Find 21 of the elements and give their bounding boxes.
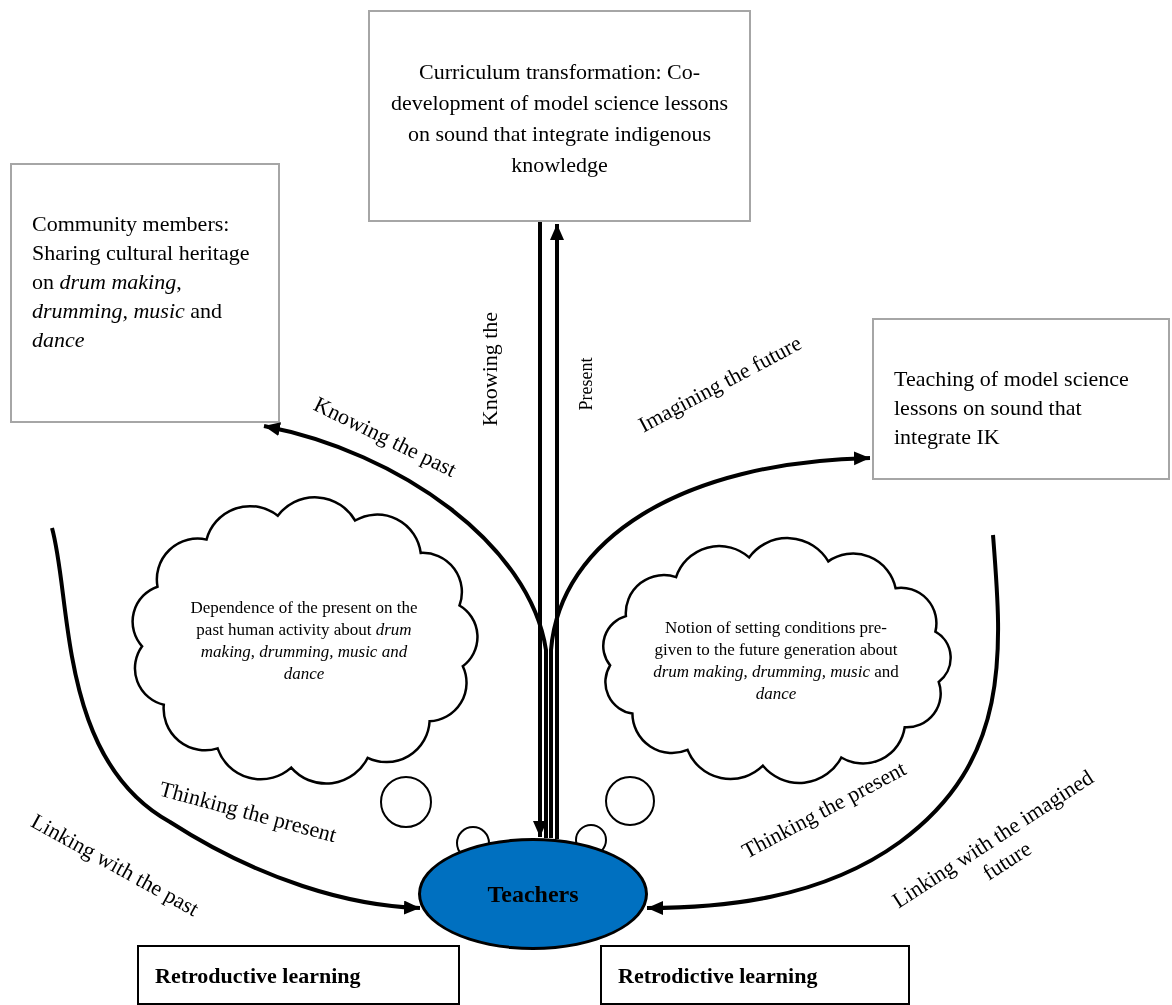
node-text: Teaching of model science lessons on sound that integrate IK [894, 365, 1130, 451]
edge-label: Knowing the [477, 310, 503, 429]
node-text: Curriculum transformation: Co-development of model science lessons on sound that integrate indigenous knowledge [389, 58, 730, 179]
arrow [50, 527, 421, 915]
label-box [137, 945, 460, 1005]
text-box [10, 163, 280, 423]
arrow [550, 224, 564, 839]
edge-label: Present [575, 356, 597, 413]
node-text: Teachers [487, 880, 579, 909]
node-text: Dependence of the present on the past human activity about drum making, drumming, music and dance [189, 597, 419, 685]
node-text: Retrodictive learning [618, 962, 819, 990]
text-box [872, 318, 1170, 480]
arrow [647, 534, 1000, 915]
node-text: Notion of setting conditions pre-given to the future generation about drum making, drumming, music and dance [652, 617, 900, 705]
node-text: Community members: Sharing cultural heritage on drum making, drumming, music and dance [32, 210, 251, 354]
text-box [368, 10, 751, 222]
arrow [533, 222, 547, 837]
arrow [263, 422, 548, 838]
arrow [549, 451, 871, 838]
node-text: Retroductive learning [155, 962, 362, 990]
label-box [600, 945, 910, 1005]
